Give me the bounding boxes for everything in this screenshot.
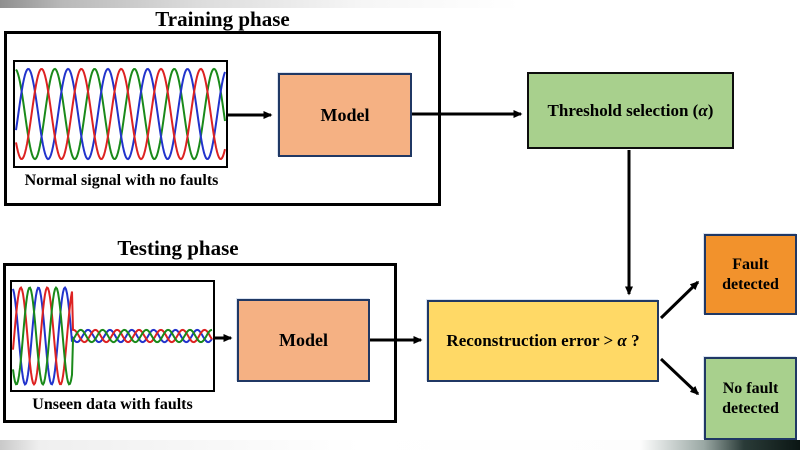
training-model-label: Model [320, 104, 370, 125]
bottom-letterbox-strip [0, 440, 800, 450]
arrow-decision-to-fault-icon [659, 280, 700, 320]
top-letterbox-strip [0, 0, 520, 8]
faulty-signal-waveform [12, 285, 213, 387]
decision-label: Reconstruction error > α ? [446, 331, 640, 350]
testing-model-label: Model [279, 330, 328, 350]
testing-phase-title: Testing phase [117, 236, 239, 260]
training-signal-plot [13, 60, 228, 168]
no-fault-detected-box: No fault detected [704, 357, 797, 440]
alpha-symbol: α [698, 100, 708, 120]
no-fault-detected-label: No fault detected [722, 379, 779, 417]
threshold-selection-box: Threshold selection (α) [527, 72, 734, 149]
arrow-decision-to-no-fault-icon [659, 357, 700, 396]
testing-signal-plot [10, 280, 215, 392]
reconstruction-error-decision-box: Reconstruction error > α ? [427, 300, 659, 382]
fault-detected-label: Fault detected [722, 255, 779, 293]
training-signal-caption: Normal signal with no faults [24, 172, 219, 189]
testing-signal-caption: Unseen data with faults [32, 396, 193, 413]
fault-detected-box: Fault detected [704, 234, 797, 315]
training-model-box: Model [278, 73, 412, 157]
threshold-selection-label: Threshold selection (α) [547, 100, 714, 120]
testing-model-box: Model [237, 299, 370, 382]
training-phase-title: Training phase [155, 7, 290, 31]
normal-signal-waveform [15, 67, 226, 161]
alpha-symbol: α [617, 331, 627, 350]
